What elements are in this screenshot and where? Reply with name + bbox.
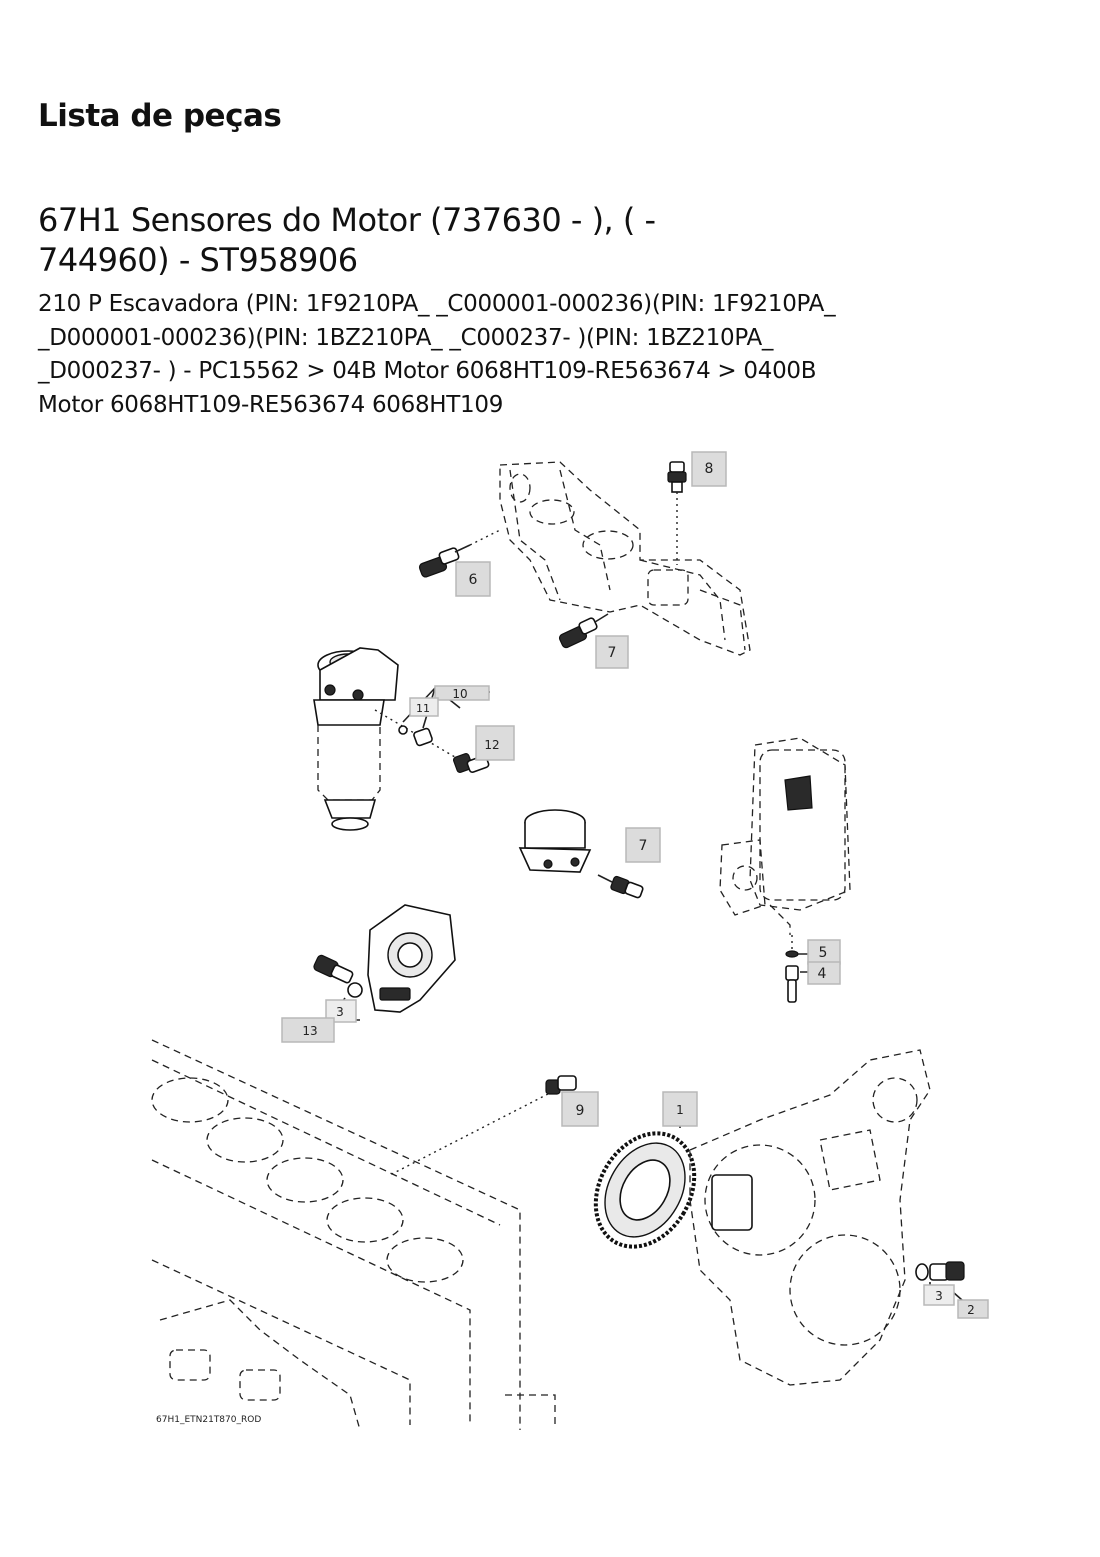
svg-text:4: 4 xyxy=(818,966,827,982)
engine-bracket-illustration xyxy=(499,461,751,656)
callout-2[interactable]: 2 xyxy=(957,1299,989,1319)
front-timing-cover-illustration xyxy=(689,1049,931,1386)
engine-block-illustration: 67H1_ETN21T870_ROD xyxy=(151,1039,556,1431)
svg-text:5: 5 xyxy=(819,945,828,961)
sensor-part-6 xyxy=(418,529,501,578)
sensor-parts-2-3 xyxy=(915,1261,965,1301)
callout-7-top[interactable]: 7 xyxy=(595,635,629,669)
callout-11[interactable]: 11 xyxy=(409,697,439,717)
svg-text:2: 2 xyxy=(967,1303,975,1317)
svg-text:8: 8 xyxy=(705,461,714,477)
page-heading: Lista de peças xyxy=(38,98,282,134)
pump-housing-illustration xyxy=(518,809,592,873)
exploded-parts-diagram: 67H1_ETN21T870_ROD 8 6 xyxy=(151,451,989,1431)
timing-gear-part-1 xyxy=(593,1112,697,1249)
callout-13[interactable]: 13 xyxy=(281,1017,335,1043)
svg-text:13: 13 xyxy=(302,1024,317,1038)
machine-breadcrumb: 210 P Escavadora (PIN: 1F9210PA_ _C00000… xyxy=(38,291,836,418)
ecu-module-illustration xyxy=(719,737,851,950)
svg-text:10: 10 xyxy=(452,687,467,701)
gear-cover-plate-illustration xyxy=(367,904,456,1013)
sensor-part-9 xyxy=(389,1075,577,1176)
callout-9[interactable]: 9 xyxy=(561,1091,599,1127)
sensor-part-7-middle xyxy=(597,874,644,899)
diagram-image-tag: 67H1_ETN21T870_ROD xyxy=(156,1415,261,1425)
svg-text:6: 6 xyxy=(469,572,478,588)
callout-3-left[interactable]: 3 xyxy=(325,999,357,1023)
svg-text:9: 9 xyxy=(576,1103,585,1119)
sensor-part-8 xyxy=(667,461,687,565)
callout-8[interactable]: 8 xyxy=(691,451,727,487)
callout-4[interactable]: 4 xyxy=(807,961,841,985)
sensor-part-7-top xyxy=(558,613,609,649)
svg-text:7: 7 xyxy=(639,838,648,854)
callout-3-right[interactable]: 3 xyxy=(923,1284,955,1306)
svg-text:12: 12 xyxy=(484,738,499,752)
fuel-filter-illustration xyxy=(313,647,461,831)
sensor-parts-4-5 xyxy=(785,950,818,1003)
svg-text:11: 11 xyxy=(416,702,430,715)
svg-text:1: 1 xyxy=(676,1103,684,1117)
svg-text:3: 3 xyxy=(935,1289,943,1303)
callout-1[interactable]: 1 xyxy=(662,1091,698,1127)
callout-6[interactable]: 6 xyxy=(455,561,491,597)
parts-group-title: 67H1 Sensores do Motor (737630 - ), ( - … xyxy=(38,201,656,279)
callout-5[interactable]: 5 xyxy=(807,939,841,965)
svg-text:3: 3 xyxy=(336,1005,344,1019)
svg-text:7: 7 xyxy=(608,645,617,661)
callout-7-middle[interactable]: 7 xyxy=(625,827,661,863)
callout-10[interactable]: 10 xyxy=(434,685,490,701)
callout-12[interactable]: 12 xyxy=(475,725,515,761)
